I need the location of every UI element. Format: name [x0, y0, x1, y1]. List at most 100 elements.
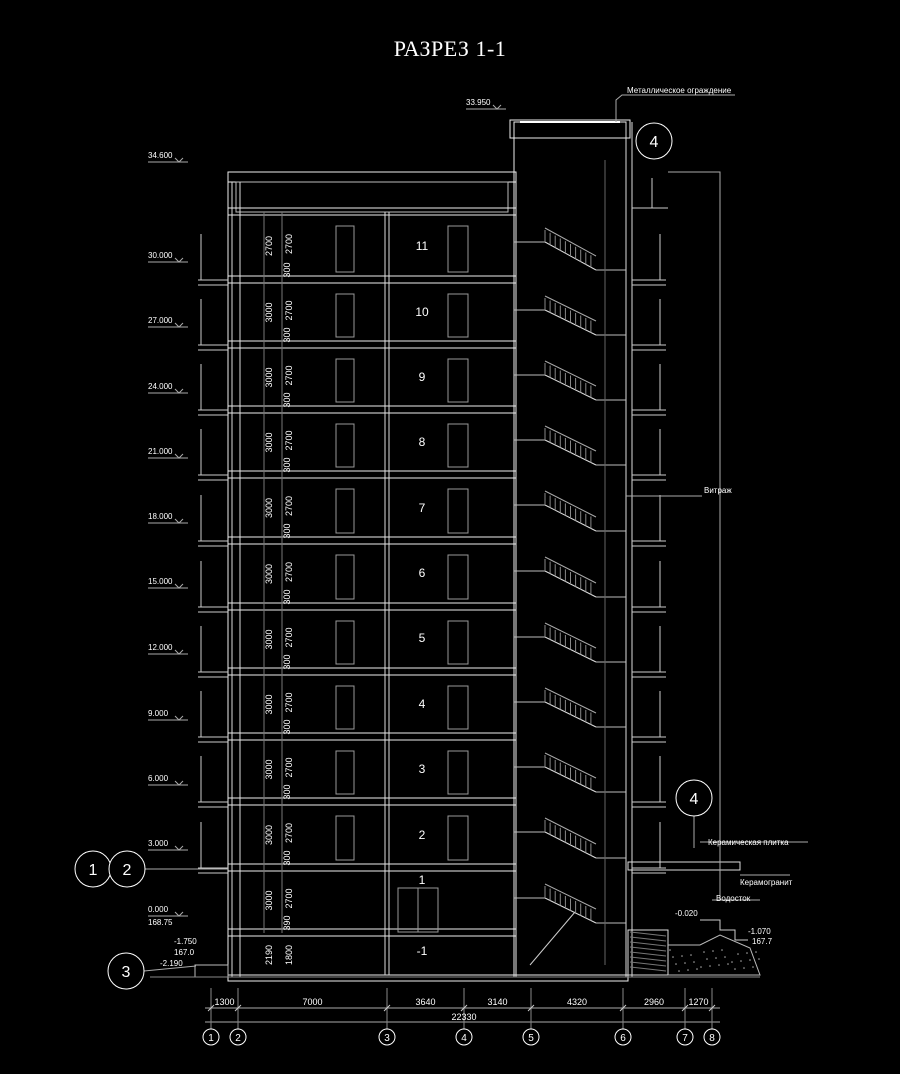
dim-span: 7000: [302, 997, 322, 1007]
elevation-level: 18.000: [148, 512, 173, 521]
floor-slab: [227, 470, 517, 479]
elevation-zero-abs: 168.75: [148, 918, 173, 927]
floor-number: 2: [419, 828, 426, 842]
annotation-downpipe: Водосток: [716, 894, 751, 903]
ground-dot: [681, 955, 683, 957]
floor-height-dim: 3000: [264, 694, 274, 714]
terrace-slab: [627, 861, 741, 871]
floor-slab: [227, 863, 517, 872]
ground-dot: [749, 959, 751, 961]
axis-label: 7: [682, 1033, 688, 1044]
elevation-level-arrow: [174, 649, 184, 655]
callout-top-circle: [635, 122, 673, 160]
floor-slab: [227, 797, 517, 806]
elevation-basement-b: -2.190: [160, 959, 183, 968]
floor-slab: [227, 536, 517, 545]
axis-label: 3: [384, 1033, 390, 1044]
stair-handrail: [544, 883, 597, 910]
door-left: [335, 750, 355, 795]
slab-thickness-dim: 300: [282, 327, 292, 342]
elevation-level: 24.000: [148, 382, 173, 391]
floor-height-dim: 3000: [264, 302, 274, 322]
floor-slab: [227, 340, 517, 349]
ground-dot: [712, 950, 714, 952]
section-title: РАЗРЕЗ 1-1: [393, 36, 507, 61]
roof-slab: [235, 181, 509, 213]
axis-label: 8: [709, 1033, 715, 1044]
annotation-vitrage: Витраж: [704, 486, 732, 495]
fence-leader: [615, 94, 735, 122]
ground-dot: [709, 965, 711, 967]
dim-tick: [234, 1004, 242, 1012]
stair-handrail: [544, 817, 597, 845]
plinth-hatch: [629, 951, 667, 957]
axis-label: 2: [235, 1033, 241, 1044]
basement-stair: [529, 911, 576, 966]
door-right: [447, 554, 469, 600]
elevation-top: 34.600: [148, 151, 173, 160]
clear-height-dim: 2700: [284, 496, 294, 516]
dim-span: 1270: [688, 997, 708, 1007]
callout-left2: 2: [123, 862, 132, 879]
door-right: [447, 293, 469, 338]
floor-slab: [227, 405, 517, 414]
elevation-level-arrow: [174, 583, 184, 589]
door-left: [335, 293, 355, 338]
stair-handrail: [544, 752, 597, 779]
floor-height-dim: 2700: [264, 236, 274, 256]
clear-height-dim: 2700: [284, 562, 294, 582]
annotation-fence: Металлическое ограждение: [627, 86, 732, 95]
elevation-level-arrow: [174, 845, 184, 851]
ground-dot: [687, 969, 689, 971]
ground-dot: [672, 956, 674, 958]
floor-number: 9: [419, 370, 426, 384]
plinth-hatch: [629, 936, 667, 942]
elevation-level: 27.000: [148, 316, 173, 325]
axis-label: 6: [620, 1033, 626, 1044]
stair-handrail: [544, 556, 597, 584]
axis-label: 5: [528, 1033, 534, 1044]
elevation-basement-a-abs: 167.0: [174, 948, 195, 957]
dim-tick: [207, 1004, 215, 1012]
stair-handrail: [544, 425, 597, 452]
door-right: [447, 358, 469, 403]
floor-number: 11: [416, 239, 429, 253]
slab-thickness-dim: 300: [282, 523, 292, 538]
annotation-tile: Керамическая плитка: [708, 838, 789, 847]
clear-height-dim: 2700: [284, 757, 294, 777]
floor-number: 3: [419, 762, 426, 776]
floor-height-dim: 3000: [264, 629, 274, 649]
elevation-level: 3.000: [148, 839, 169, 848]
clear-height-dim: 2700: [284, 823, 294, 843]
floor-height-dim: 3000: [264, 432, 274, 452]
axis-label: 1: [208, 1033, 214, 1044]
elevation-roof: 33.950: [466, 98, 491, 107]
ground-dot: [758, 958, 760, 960]
ground-dot: [700, 966, 702, 968]
floor-slab: [227, 928, 517, 937]
stair-handrail: [544, 622, 597, 649]
stair-handrail: [544, 295, 597, 322]
annotation-granite: Керамогранит: [740, 878, 793, 887]
ground-dot: [718, 964, 720, 966]
door-right: [447, 423, 469, 468]
floor-slab: [227, 602, 517, 611]
floor-height-dim: 3000: [264, 825, 274, 845]
ground-dot: [721, 949, 723, 951]
plinth-hatch: [629, 931, 667, 937]
ground-dot: [669, 949, 671, 951]
ground-dot: [706, 958, 708, 960]
floor-number: -1: [417, 944, 428, 958]
ground-dot: [715, 957, 717, 959]
floor-number: 1: [419, 873, 426, 887]
axis-bubble: [614, 1028, 632, 1046]
stair-handrail: [544, 227, 597, 257]
clear-height-dim: 2700: [284, 430, 294, 450]
dim-tick: [681, 1004, 689, 1012]
axis-bubble: [378, 1028, 396, 1046]
dim-tick: [460, 1004, 468, 1012]
dim-tick: [708, 1004, 716, 1012]
basement-height-dim: 2190: [264, 945, 274, 965]
tower-parapet: [509, 119, 631, 139]
slab-thickness-dim: 300: [282, 719, 292, 734]
